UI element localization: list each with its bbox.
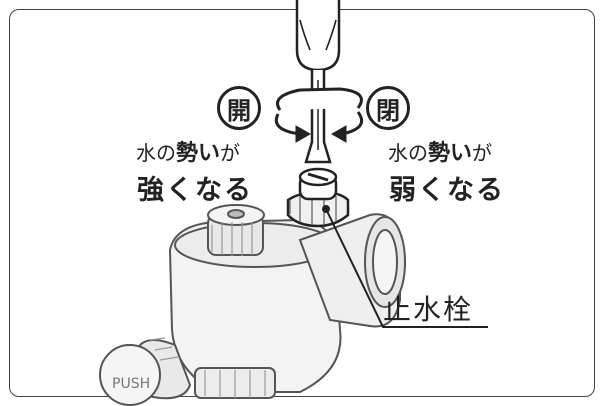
open-badge: 開 bbox=[217, 86, 261, 130]
open-caption-line1: 水の勢いが bbox=[136, 141, 241, 166]
close-caption-line1: 水の勢いが bbox=[388, 141, 493, 166]
leader-line bbox=[322, 205, 488, 328]
flush-valve-body bbox=[168, 213, 406, 393]
rotation-arrows bbox=[274, 87, 363, 136]
arrow-head-right bbox=[330, 125, 347, 143]
push-text: PUSH bbox=[112, 376, 150, 392]
close-badge: 閉 bbox=[366, 86, 410, 130]
push-button-shape bbox=[99, 337, 192, 406]
close-caption-line2: 弱くなる bbox=[389, 175, 505, 206]
body-cap bbox=[207, 204, 265, 256]
screwdriver bbox=[295, 0, 341, 164]
stop-valve bbox=[286, 167, 350, 228]
stop-valve-label: 止水栓 bbox=[383, 293, 474, 326]
bottom-nut bbox=[194, 367, 276, 399]
open-caption-line2: 強くなる bbox=[137, 175, 253, 206]
arrow-head-left bbox=[295, 125, 312, 143]
